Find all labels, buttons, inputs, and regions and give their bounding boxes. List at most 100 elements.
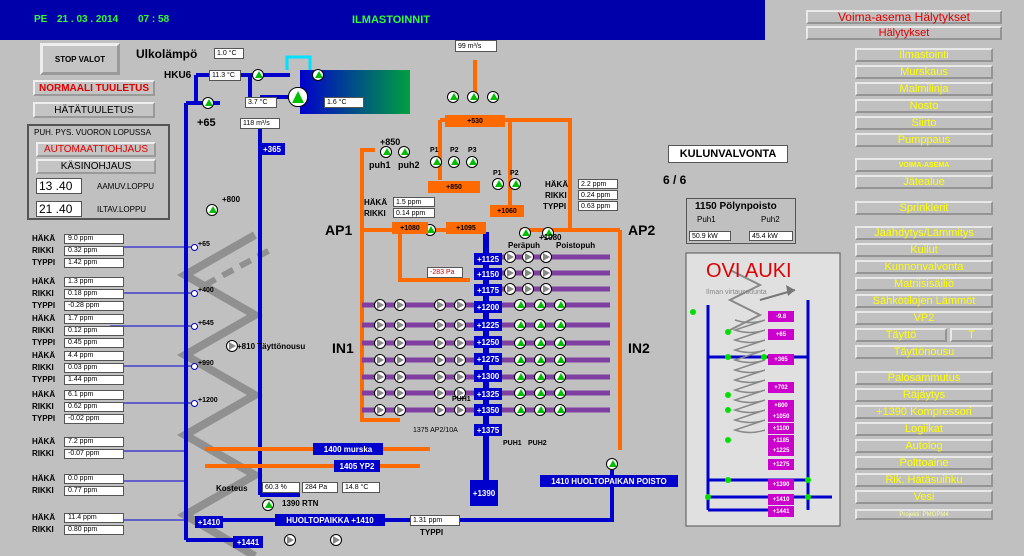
- fan-icon[interactable]: [540, 267, 552, 279]
- fan-icon[interactable]: [330, 534, 342, 546]
- menu-item[interactable]: VP2: [855, 311, 993, 325]
- fan-icon[interactable]: [394, 319, 406, 331]
- menu-item[interactable]: Projekti: PMGPM4: [855, 509, 993, 520]
- fan-icon[interactable]: [534, 371, 546, 383]
- fan-icon[interactable]: [380, 146, 392, 158]
- fan-icon[interactable]: [534, 337, 546, 349]
- menu-item[interactable]: Kuilut: [855, 243, 993, 257]
- fan-icon[interactable]: [554, 404, 566, 416]
- fan-icon[interactable]: [542, 227, 554, 239]
- hatatuuletus-button[interactable]: HÄTÄTUULETUS: [33, 102, 155, 118]
- fan-icon[interactable]: [504, 251, 516, 263]
- menu-item[interactable]: Logiikat: [855, 422, 993, 436]
- menu-item[interactable]: VOIMA-ASEMA: [855, 158, 993, 172]
- fan-icon[interactable]: [540, 251, 552, 263]
- menu-item[interactable]: Täyttönousu: [855, 345, 993, 359]
- menu-item[interactable]: Siirto: [855, 116, 993, 130]
- fan-icon[interactable]: [454, 319, 466, 331]
- fan-icon[interactable]: [514, 404, 526, 416]
- fan-icon[interactable]: [434, 337, 446, 349]
- fan-icon[interactable]: [509, 178, 521, 190]
- menu-item[interactable]: Jäähdytys/Lämmitys: [855, 226, 993, 240]
- fan-icon[interactable]: [448, 156, 460, 168]
- fan-icon[interactable]: [492, 178, 504, 190]
- fan-icon[interactable]: [514, 319, 526, 331]
- fan-icon[interactable]: [504, 283, 516, 295]
- menu-item[interactable]: Sprinklerit: [855, 201, 993, 215]
- fan-icon[interactable]: [514, 371, 526, 383]
- fan-icon[interactable]: [454, 371, 466, 383]
- menu-item[interactable]: Polttoaine: [855, 456, 993, 470]
- fan-icon[interactable]: [252, 69, 264, 81]
- fan-icon[interactable]: [434, 319, 446, 331]
- menu-item[interactable]: Autolog: [855, 439, 993, 453]
- menu-item[interactable]: Sähkötilojen Lämmöt: [855, 294, 993, 308]
- fan-icon[interactable]: [374, 404, 386, 416]
- fan-icon[interactable]: [226, 340, 238, 352]
- menu-item[interactable]: Kunnonvalvonta: [855, 260, 993, 274]
- fan-icon[interactable]: [554, 319, 566, 331]
- fan-icon[interactable]: [534, 404, 546, 416]
- fan-icon[interactable]: [374, 337, 386, 349]
- kulunvalvonta-button[interactable]: KULUNVALVONTA: [668, 145, 788, 163]
- fan-icon[interactable]: [522, 267, 534, 279]
- fan-icon[interactable]: [487, 91, 499, 103]
- fan-icon[interactable]: [519, 227, 531, 239]
- fan-icon[interactable]: [467, 91, 479, 103]
- fan-icon[interactable]: [430, 156, 442, 168]
- menu-item[interactable]: Nosto: [855, 99, 993, 113]
- fan-icon[interactable]: [554, 371, 566, 383]
- fan-icon[interactable]: [284, 534, 296, 546]
- fan-icon[interactable]: [522, 283, 534, 295]
- fan-icon[interactable]: [554, 299, 566, 311]
- fan-icon[interactable]: [554, 354, 566, 366]
- fan-icon[interactable]: [454, 404, 466, 416]
- fan-icon[interactable]: [434, 371, 446, 383]
- fan-icon[interactable]: [606, 458, 618, 470]
- fan-icon[interactable]: [434, 404, 446, 416]
- menu-item[interactable]: +1390 Kompressori: [855, 405, 993, 419]
- fan-icon[interactable]: [394, 404, 406, 416]
- fan-icon[interactable]: [288, 87, 308, 107]
- menu-item[interactable]: Ilmastointi: [855, 48, 993, 62]
- fan-icon[interactable]: [454, 354, 466, 366]
- fan-icon[interactable]: [312, 69, 324, 81]
- menu-item[interactable]: Hälytykset: [806, 26, 1002, 40]
- kasinohjaus-button[interactable]: KÄSINOHJAUS: [36, 159, 156, 174]
- fan-icon[interactable]: [434, 299, 446, 311]
- menu-item[interactable]: Rik. Hätäsuihku: [855, 473, 993, 487]
- fan-icon[interactable]: [540, 283, 552, 295]
- fan-icon[interactable]: [434, 354, 446, 366]
- fan-icon[interactable]: [454, 387, 466, 399]
- fan-icon[interactable]: [514, 387, 526, 399]
- normaali-tuuletus-button[interactable]: NORMAALI TUULETUS: [33, 80, 155, 96]
- fan-icon[interactable]: [394, 387, 406, 399]
- automaattiohjaus-button[interactable]: AUTOMAATTIOHJAUS: [36, 142, 156, 157]
- fan-icon[interactable]: [374, 299, 386, 311]
- fan-icon[interactable]: [514, 299, 526, 311]
- menu-item[interactable]: Räjäytys: [855, 388, 993, 402]
- fan-icon[interactable]: [398, 146, 410, 158]
- menu-item[interactable]: Malmilinja: [855, 82, 993, 96]
- menu-item[interactable]: Matriisisäiliö: [855, 277, 993, 291]
- fan-icon[interactable]: [534, 354, 546, 366]
- fan-icon[interactable]: [454, 337, 466, 349]
- menu-item[interactable]: Täyttö: [855, 328, 947, 342]
- aamuv-input[interactable]: 13 .40: [36, 178, 82, 194]
- fan-icon[interactable]: [514, 354, 526, 366]
- fan-icon[interactable]: [534, 387, 546, 399]
- fan-icon[interactable]: [394, 299, 406, 311]
- iltav-input[interactable]: 21 .40: [36, 201, 82, 217]
- fan-icon[interactable]: [554, 387, 566, 399]
- fan-icon[interactable]: [522, 251, 534, 263]
- fan-icon[interactable]: [394, 354, 406, 366]
- fan-icon[interactable]: [454, 299, 466, 311]
- fan-icon[interactable]: [394, 371, 406, 383]
- menu-item[interactable]: Palosammutus: [855, 371, 993, 385]
- voima-asema-header[interactable]: Voima-asema Hälytykset: [806, 10, 1002, 24]
- fan-icon[interactable]: [514, 337, 526, 349]
- fan-icon[interactable]: [466, 156, 478, 168]
- fan-icon[interactable]: [534, 319, 546, 331]
- fan-icon[interactable]: [374, 319, 386, 331]
- fan-icon[interactable]: [504, 267, 516, 279]
